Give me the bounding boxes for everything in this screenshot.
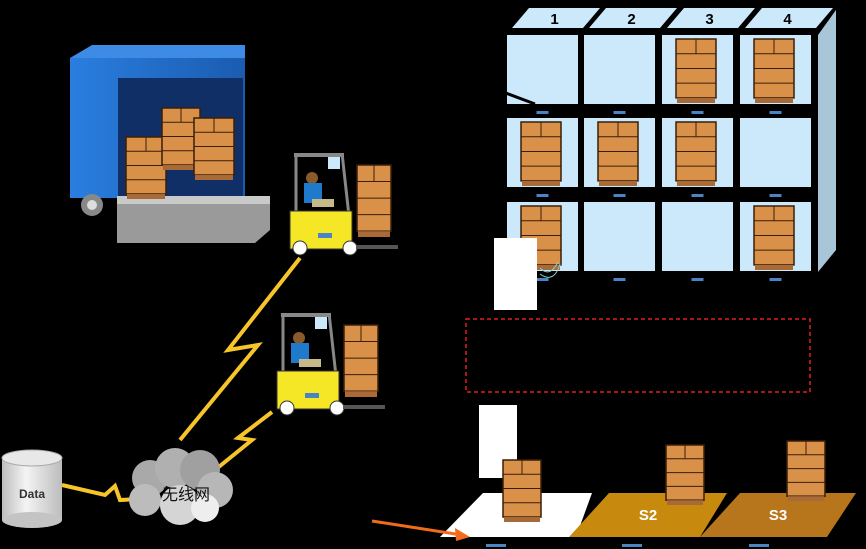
slot-tag-icon (536, 278, 549, 281)
pallet-icon (520, 121, 562, 186)
wireless-network-cloud-icon (129, 448, 233, 525)
slot-tag-icon (536, 194, 549, 197)
slot-tag-icon (613, 111, 626, 114)
rack-column-header (589, 8, 677, 28)
pallet-icon (502, 459, 542, 522)
storage-rack: 1 2 3 4 (507, 8, 836, 281)
rack-column-header (667, 8, 755, 28)
forklift-bottom (276, 312, 385, 416)
rack-column-label: 3 (705, 11, 713, 28)
pallet-icon (193, 117, 235, 180)
slot-tag-icon (486, 544, 506, 547)
pallet-icon (356, 164, 392, 237)
pallet-icon (753, 38, 795, 103)
rack-slot (507, 35, 578, 104)
zone-label: S2 (639, 507, 657, 524)
rack-column-header (745, 8, 833, 28)
slot-tag-icon (613, 278, 626, 281)
database-icon (1, 449, 63, 528)
rack-slot (584, 202, 655, 271)
rack-column-header (512, 8, 600, 28)
truck-cargo (125, 107, 235, 199)
wireless-bolt-icon (213, 410, 274, 472)
slot-tag-icon (769, 111, 782, 114)
scanner-signal-icon (539, 261, 561, 278)
pallet-icon (343, 324, 379, 397)
network-label: 无线网 (162, 485, 210, 504)
staging-zones: S2 S3 (440, 440, 856, 547)
forklift-top (289, 152, 398, 256)
rack-column-label: 4 (783, 11, 792, 28)
rack-column-label: 1 (550, 11, 558, 28)
pallet-icon (675, 121, 717, 186)
slot-tag-icon (769, 194, 782, 197)
orange-arrow-icon (371, 519, 470, 541)
pallet-icon (125, 136, 167, 199)
pallet-icon (665, 444, 705, 505)
slot-tag-icon (769, 278, 782, 281)
slot-tag-icon (691, 111, 704, 114)
rack-column-label: 2 (627, 11, 635, 28)
wireless-bolt-icon (178, 256, 302, 442)
slot-tag-icon (622, 544, 642, 547)
pallet-icon (753, 205, 795, 270)
pallet-icon (675, 38, 717, 103)
slot-tag-icon (691, 278, 704, 281)
rack-slot (662, 202, 733, 271)
staging-zone (700, 493, 856, 537)
pallet-icon (597, 121, 639, 186)
pointer-arrow-icon (502, 90, 536, 106)
highlight-region (465, 318, 811, 393)
label-placeholder (494, 238, 537, 310)
slot-tag-icon (691, 194, 704, 197)
database-label: Data (19, 487, 45, 501)
rack-slot (740, 118, 811, 187)
zone-label: S3 (769, 507, 787, 524)
slot-tag-icon (749, 544, 769, 547)
slot-tag-icon (536, 111, 549, 114)
pallet-icon (786, 440, 826, 501)
slot-tag-icon (613, 194, 626, 197)
rack-slot (584, 35, 655, 104)
